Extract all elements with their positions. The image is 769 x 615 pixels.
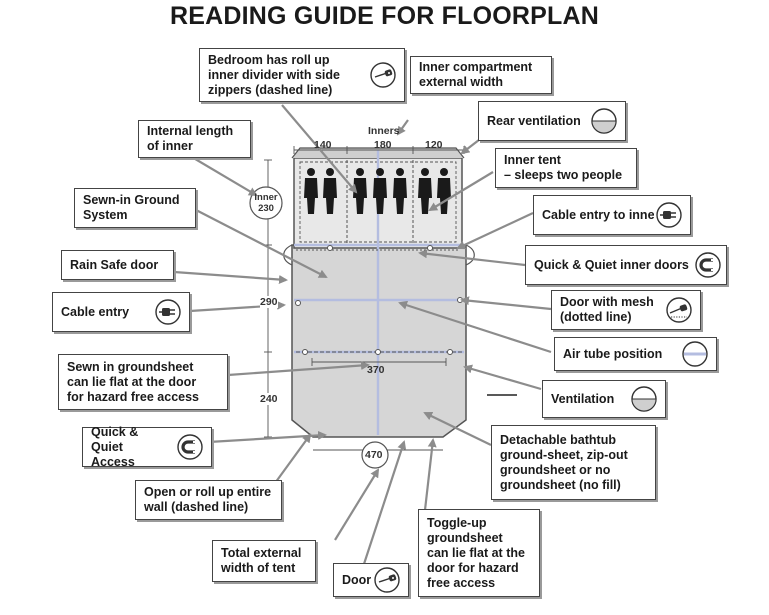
ventilation-icon xyxy=(631,386,657,412)
callout-sewn-groundsheet-text: Sewn in groundsheet can lie flat at the … xyxy=(67,359,200,404)
callout-toggle-up: Toggle-up groundsheet can lie flat at th… xyxy=(418,509,540,597)
callout-door-text: Door xyxy=(342,572,372,587)
callout-inner-compartment-text: Inner compartment external width xyxy=(419,60,533,89)
callout-open-roll: Open or roll up entire wall (dashed line… xyxy=(135,480,282,520)
callout-ventilation: Ventilation xyxy=(542,380,666,418)
callout-ventilation-text: Ventilation xyxy=(551,391,615,406)
callout-cable-entry-inner: Cable entry to inner xyxy=(533,195,691,235)
callout-bathtub: Detachable bathtub ground-sheet, zip-out… xyxy=(491,425,656,500)
callout-bathtub-text: Detachable bathtub ground-sheet, zip-out… xyxy=(500,432,628,492)
air-tube-icon xyxy=(682,341,708,367)
callout-air-tube: Air tube position xyxy=(554,337,717,371)
dim-inner-label: Inner xyxy=(254,192,278,203)
dim-290: 290 xyxy=(260,296,278,308)
callout-ground-system-text: Sewn-in Ground System xyxy=(83,193,180,222)
callout-internal-length: Internal length of inner xyxy=(138,120,251,158)
callout-quick-quiet-access: Quick & Quiet Access xyxy=(82,424,212,469)
half-circle-icon xyxy=(591,108,617,134)
callout-ground-system: Sewn-in Ground System xyxy=(74,188,196,228)
dim-180: 180 xyxy=(374,139,392,151)
callout-rear-ventilation: Rear ventilation xyxy=(478,101,626,141)
callout-open-roll-text: Open or roll up entire wall (dashed line… xyxy=(144,485,272,514)
plug-icon xyxy=(155,299,181,325)
callout-rain-safe-door-text: Rain Safe door xyxy=(70,257,159,272)
page-title: READING GUIDE FOR FLOORPLAN xyxy=(169,2,599,30)
dim-370: 370 xyxy=(367,364,385,376)
dim-inner-230: 230 xyxy=(258,203,274,214)
callout-inner-tent: Inner tent – sleeps two people xyxy=(495,148,637,188)
magnet-icon xyxy=(695,252,721,278)
callout-rear-ventilation-text: Rear ventilation xyxy=(487,113,581,128)
callout-quick-quiet-access-text: Quick & Quiet Access xyxy=(91,424,139,469)
callout-rain-safe-door: Rain Safe door xyxy=(61,250,174,280)
callout-bedroom-divider-text: Bedroom has roll up inner divider with s… xyxy=(208,52,340,97)
zipper-icon xyxy=(370,62,396,88)
dim-120: 120 xyxy=(425,139,443,151)
callout-inner-compartment: Inner compartment external width xyxy=(410,56,552,94)
callout-toggle-up-text: Toggle-up groundsheet can lie flat at th… xyxy=(427,515,525,590)
callout-sewn-groundsheet: Sewn in groundsheet can lie flat at the … xyxy=(58,354,228,410)
callout-cable-entry-inner-text: Cable entry to inner xyxy=(542,207,654,222)
callout-total-width-text: Total external width of tent xyxy=(221,546,302,575)
callout-air-tube-text: Air tube position xyxy=(563,346,663,361)
callout-cable-entry: Cable entry xyxy=(52,292,190,332)
callout-door: Door xyxy=(333,563,409,597)
callout-total-width: Total external width of tent xyxy=(212,540,316,582)
magnet-icon xyxy=(177,434,203,460)
plug-icon xyxy=(656,202,682,228)
mesh-zipper-icon xyxy=(666,297,692,323)
callout-bedroom-divider: Bedroom has roll up inner divider with s… xyxy=(199,48,405,102)
callout-quick-quiet-inner: Quick & Quiet inner doors xyxy=(525,245,727,285)
dim-470: 470 xyxy=(365,449,383,461)
dim-140: 140 xyxy=(314,139,332,151)
dim-inners-label: Inners xyxy=(368,125,400,137)
callout-cable-entry-text: Cable entry xyxy=(61,304,130,319)
zipper-icon xyxy=(374,567,400,593)
callout-inner-tent-text: Inner tent – sleeps two people xyxy=(504,153,623,182)
callout-door-mesh-text: Door with mesh (dotted line) xyxy=(560,295,654,324)
dim-240: 240 xyxy=(260,393,278,405)
callout-internal-length-text: Internal length of inner xyxy=(147,124,234,153)
callout-quick-quiet-inner-text: Quick & Quiet inner doors xyxy=(534,257,689,272)
callout-door-mesh: Door with mesh (dotted line) xyxy=(551,290,701,330)
